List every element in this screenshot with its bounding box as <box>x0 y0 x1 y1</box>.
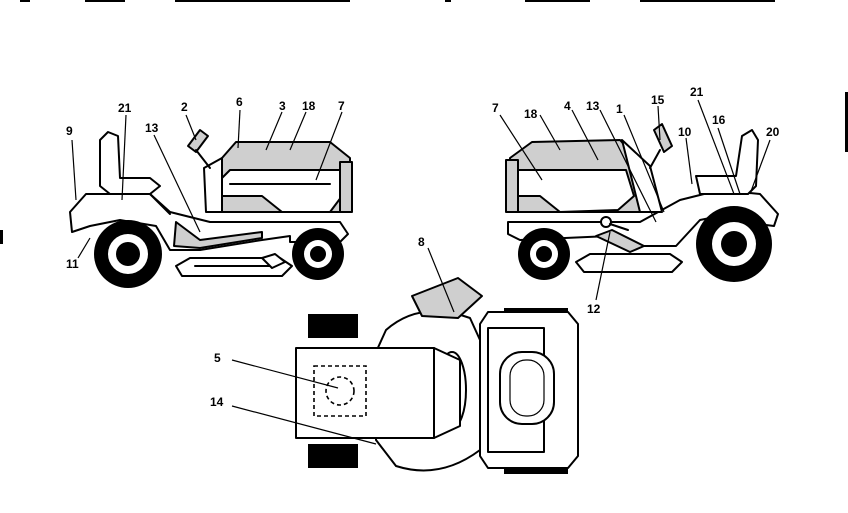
right-seat <box>695 129 759 195</box>
left-view-callouts: 9 21 2 13 6 3 18 7 11 <box>66 95 345 271</box>
top-hood-decal-circle <box>325 376 355 406</box>
right-steering-wheel <box>653 123 673 153</box>
callout-label: 8 <box>418 235 425 249</box>
callout-label: 1 <box>616 102 623 116</box>
callout-label: 14 <box>210 395 224 409</box>
top-discharge-chute <box>411 277 483 319</box>
callout-label: 12 <box>587 302 601 316</box>
right-view-callouts: 7 18 4 13 1 15 21 16 10 20 12 <box>492 85 780 316</box>
callout-label: 2 <box>181 100 188 114</box>
right-lift-lever-knob <box>600 216 612 228</box>
top-view-callouts: 8 5 14 <box>210 235 425 409</box>
callout-label: 20 <box>766 125 780 139</box>
callout-label: 7 <box>338 99 345 113</box>
callout-label: 10 <box>678 125 692 139</box>
left-side-view-tractor <box>69 129 353 288</box>
top-front-wheel-lower <box>308 444 358 468</box>
top-hood <box>295 347 461 439</box>
leader-lines <box>71 99 771 445</box>
callout-label: 13 <box>145 121 159 135</box>
callout-label: 3 <box>279 99 286 113</box>
right-side-view-tractor <box>505 123 779 282</box>
left-body <box>69 193 349 251</box>
right-hood-side <box>517 169 635 213</box>
callout-label: 16 <box>712 113 726 127</box>
callout-label: 4 <box>564 99 571 113</box>
right-grille <box>505 159 519 213</box>
left-seat <box>99 131 161 195</box>
callout-label: 7 <box>492 101 499 115</box>
left-side-panel <box>173 221 263 249</box>
callout-label: 21 <box>118 101 132 115</box>
callout-label: 6 <box>236 95 243 109</box>
right-dash <box>621 139 663 213</box>
callout-label: 15 <box>651 93 665 107</box>
callout-label: 11 <box>66 257 79 271</box>
callout-label: 18 <box>302 99 316 113</box>
top-view-tractor <box>295 277 579 474</box>
top-hood-decal-box <box>313 365 367 417</box>
callout-label: 21 <box>690 85 704 99</box>
callout-label: 5 <box>214 351 221 365</box>
edge-mark-left <box>0 230 3 244</box>
edge-mark-right <box>845 92 848 152</box>
left-hood-side <box>221 169 343 213</box>
callout-label: 9 <box>66 124 73 138</box>
left-dash <box>203 157 223 213</box>
left-steering-wheel <box>187 129 209 153</box>
callout-label: 18 <box>524 107 538 121</box>
callout-label: 13 <box>586 99 600 113</box>
right-pedal-panel <box>595 229 645 253</box>
top-rear-wheel-lower <box>504 466 568 474</box>
left-grille <box>339 161 353 213</box>
right-mower-deck <box>575 253 683 273</box>
cropped-header-fragments <box>20 0 775 2</box>
top-front-wheel-upper <box>308 314 358 338</box>
top-seat <box>499 351 555 425</box>
